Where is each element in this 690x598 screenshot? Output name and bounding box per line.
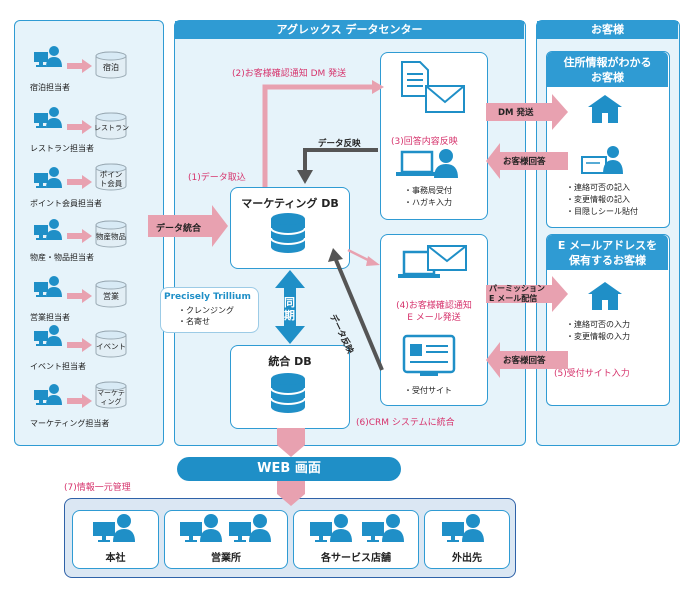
source-db-label: ポイント会員 <box>99 170 123 188</box>
marketing-db-label: マーケティング DB <box>241 197 339 210</box>
cust2-item: ・連絡可否の入力 <box>566 320 630 329</box>
step-2: (2)お客様確認通知 DM 発送 <box>232 69 347 79</box>
marketing-db-icon <box>270 212 306 254</box>
step-1: (1)データ取込 <box>188 173 246 183</box>
source-label: 営業担当者 <box>30 313 70 322</box>
upper-box-item: ・ハガキ入力 <box>404 198 452 207</box>
step-6: (6)CRM システムに統合 <box>356 418 455 428</box>
laptop-envelope-icon <box>398 245 467 278</box>
laptop-person-icon <box>396 149 458 178</box>
envelope-icon <box>425 85 465 113</box>
trillium-item: ・名寄せ <box>178 317 210 326</box>
source-db-label: 宿泊 <box>103 63 119 72</box>
upper-box-item: ・事務局受付 <box>404 186 452 195</box>
email-customer-title: E メールアドレスを 保有するお客様 <box>547 235 668 270</box>
step-3: (3)回答内容反映 <box>391 137 458 147</box>
document-icon <box>401 61 429 97</box>
customers-title: お客様 <box>537 21 678 39</box>
permission-label: パーミッション E メール配信 <box>489 284 545 303</box>
integrated-db-icon <box>270 372 306 414</box>
datacenter-title: アグレックス データセンター <box>175 21 524 39</box>
cust1-item: ・目隠しシール貼付 <box>566 207 638 216</box>
address-customer-title: 住所情報がわかる お客様 <box>547 52 668 87</box>
data-integration-label: データ統合 <box>156 224 202 234</box>
source-label: イベント担当者 <box>30 362 86 371</box>
cust1-item: ・連絡可否の記入 <box>566 183 630 192</box>
trillium-box <box>160 287 259 333</box>
source-rows <box>34 46 127 409</box>
source-label: マーケティング担当者 <box>30 419 110 428</box>
cust1-item: ・変更情報の記入 <box>566 195 630 204</box>
postcard-person-icon <box>581 146 623 174</box>
source-db-label: 物産物品 <box>96 232 126 241</box>
step-5: (5)受付サイト入力 <box>554 369 630 379</box>
integrated-db-label: 統合 DB <box>268 355 312 368</box>
source-db-label: イベント <box>96 342 126 351</box>
dm-process-box <box>380 52 488 220</box>
source-label: レストラン担当者 <box>30 144 94 153</box>
lower-box-item: ・受付サイト <box>404 386 452 395</box>
source-db-label: マーケティング <box>97 389 125 406</box>
customer-reply-label: お客様回答 <box>503 356 546 366</box>
trillium-title: Precisely Trillium <box>164 292 251 302</box>
source-db-label: レストラン <box>94 124 129 132</box>
source-label: 宿泊担当者 <box>30 83 70 92</box>
house-icon <box>588 95 622 123</box>
web-screen-bar: WEB 画面 <box>177 457 401 481</box>
trillium-item: ・クレンジング <box>178 306 234 315</box>
dm-send-label: DM 発送 <box>498 108 534 118</box>
reception-site-icon <box>402 334 456 376</box>
source-db-label: 営業 <box>103 292 119 301</box>
cust2-item: ・変更情報の入力 <box>566 332 630 341</box>
source-label: ポイント会員担当者 <box>30 199 102 208</box>
source-label: 物産・物品担当者 <box>30 253 94 262</box>
sync-label: 同期 <box>284 296 295 322</box>
house-icon <box>588 282 622 310</box>
step-4: (4)お客様確認通知 E メール発送 <box>396 301 472 323</box>
step-7: (7)情報一元管理 <box>64 483 131 493</box>
data-reflect-upper: データ反映 <box>318 139 361 149</box>
customer-reply-label: お客様回答 <box>503 157 546 167</box>
